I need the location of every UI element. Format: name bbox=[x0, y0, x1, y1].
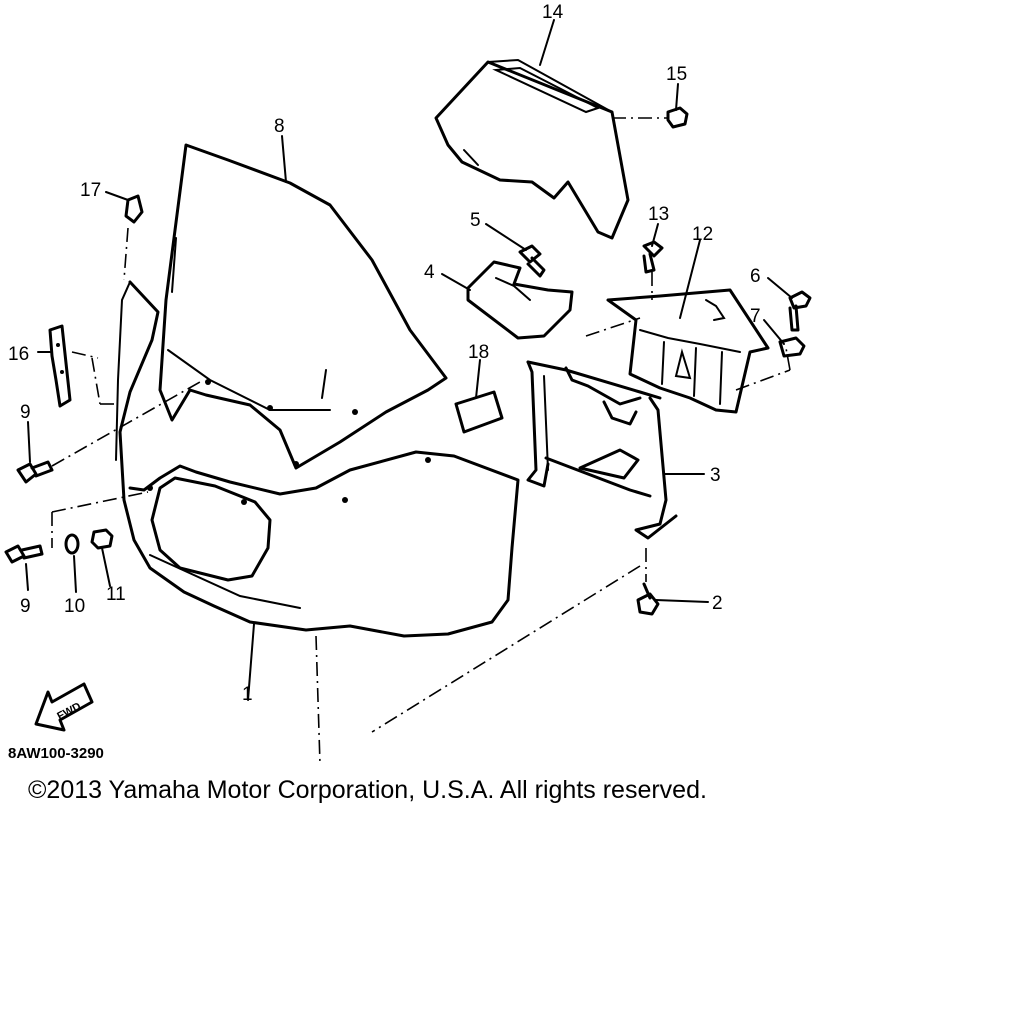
callout-7: 7 bbox=[750, 306, 761, 327]
part-9-screw-upper[interactable] bbox=[16, 381, 201, 484]
part-14-upper-cover[interactable] bbox=[434, 58, 630, 240]
leader-long-2 bbox=[315, 635, 321, 765]
callout-2: 2 bbox=[712, 593, 723, 614]
callout-3: 3 bbox=[710, 465, 721, 486]
callout-9-lower: 9 bbox=[20, 596, 31, 617]
callout-13: 13 bbox=[648, 204, 669, 225]
callout-10: 10 bbox=[64, 596, 85, 617]
diagram-code: 8AW100-3290 bbox=[8, 745, 104, 762]
part-9-screw-lower[interactable] bbox=[4, 544, 44, 564]
part-5-bolt[interactable] bbox=[518, 244, 546, 278]
callout-14: 14 bbox=[542, 2, 564, 23]
part-13-bolt[interactable] bbox=[642, 240, 664, 300]
part-1-cowling[interactable] bbox=[115, 280, 520, 638]
callout-17: 17 bbox=[80, 180, 101, 201]
callout-1: 1 bbox=[242, 684, 253, 705]
part-8-windshield[interactable] bbox=[158, 143, 448, 470]
part-4-stay[interactable] bbox=[466, 260, 574, 340]
callout-4: 4 bbox=[424, 262, 435, 283]
leader-long-1 bbox=[371, 565, 641, 733]
part-12-bracket[interactable] bbox=[606, 288, 791, 414]
copyright-notice: ©2013 Yamaha Motor Corporation, U.S.A. A… bbox=[28, 776, 707, 804]
part-3-stay-frame[interactable] bbox=[526, 360, 678, 540]
part-2-bolt[interactable] bbox=[636, 548, 660, 616]
callout-9-upper: 9 bbox=[20, 402, 31, 423]
part-15-grommet[interactable] bbox=[612, 106, 689, 129]
callout-15: 15 bbox=[666, 64, 687, 85]
callout-16: 16 bbox=[8, 344, 29, 365]
leader-lower-fasteners bbox=[51, 491, 149, 513]
forward-label: FWD bbox=[55, 700, 83, 722]
part-11-nut[interactable] bbox=[90, 528, 114, 550]
callout-11: 11 bbox=[106, 584, 126, 605]
part-7-nut[interactable] bbox=[778, 336, 806, 358]
part-18-pad[interactable] bbox=[454, 390, 504, 434]
callout-12: 12 bbox=[692, 224, 713, 245]
forward-arrow-icon: FWD bbox=[34, 682, 94, 732]
part-6-bolt[interactable] bbox=[788, 290, 812, 332]
callout-5: 5 bbox=[470, 210, 481, 231]
callout-labels: 14 15 8 17 5 13 12 6 4 7 16 18 9 3 2 9 1… bbox=[8, 2, 761, 705]
part-17-emblem[interactable] bbox=[123, 194, 144, 281]
part-10-washer[interactable] bbox=[64, 533, 80, 555]
callout-8: 8 bbox=[274, 116, 285, 137]
callout-leaders bbox=[25, 19, 793, 701]
callout-6: 6 bbox=[750, 266, 761, 287]
callout-18: 18 bbox=[468, 342, 489, 363]
leader-frame-bracket bbox=[585, 317, 641, 337]
part-16-bracket[interactable] bbox=[48, 324, 118, 408]
